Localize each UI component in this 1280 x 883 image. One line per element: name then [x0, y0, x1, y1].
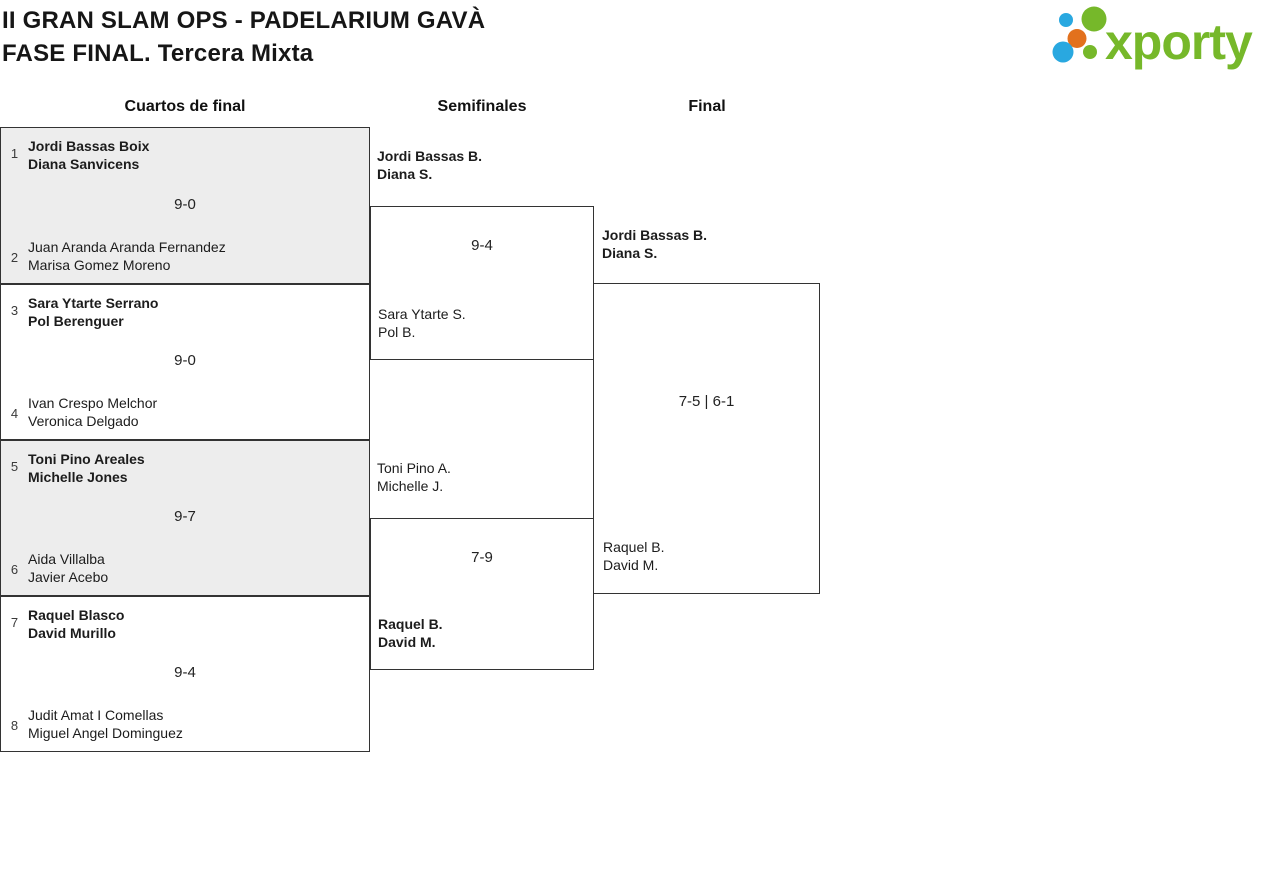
team-pair: Juan Aranda Aranda Fernandez Marisa Gome… [28, 238, 226, 274]
semifinal-2-bottom-team: Raquel B. David M. [378, 615, 443, 651]
match-score: 7-5 | 6-1 [678, 393, 735, 410]
match-quarterfinal-1: 1 Jordi Bassas Boix Diana Sanvicens 9-0 … [0, 127, 370, 284]
player-name: Toni Pino Areales [28, 451, 145, 467]
player-name: Pol Berenguer [28, 313, 124, 329]
match-quarterfinal-2: 3 Sara Ytarte Serrano Pol Berenguer 9-0 … [0, 284, 370, 440]
player-name: Pol B. [378, 324, 416, 340]
seed-number: 4 [10, 406, 19, 421]
player-name: Marisa Gomez Moreno [28, 257, 171, 273]
semifinal-1-bottom-team: Sara Ytarte S. Pol B. [378, 305, 466, 341]
player-name: Veronica Delgado [28, 413, 139, 429]
logo-dot-orange [1067, 29, 1087, 48]
final-bottom-team: Raquel B. David M. [603, 538, 664, 574]
seed-number: 8 [10, 718, 19, 733]
player-name: Jordi Bassas B. [377, 148, 483, 164]
logo-dot-blue-small [1059, 13, 1073, 27]
semifinal-1-top-team: Jordi Bassas B. Diana S. [377, 147, 482, 183]
match-quarterfinal-3: 5 Toni Pino Areales Michelle Jones 9-7 A… [0, 440, 370, 596]
player-name: Juan Aranda Aranda Fernandez [28, 239, 226, 255]
match-score: 9-0 [174, 195, 196, 213]
semifinal-2-top-team: Toni Pino A. Michelle J. [377, 459, 451, 495]
logo-wordmark: xporty [1105, 14, 1253, 70]
player-name: David M. [603, 557, 659, 573]
tournament-title: II GRAN SLAM OPS - PADELARIUM GAVÀ [2, 7, 486, 34]
final-top-team: Jordi Bassas B. Diana S. [602, 226, 707, 262]
team-pair: Judit Amat I Comellas Miguel Angel Domin… [28, 706, 183, 742]
round-header-semifinales: Semifinales [437, 98, 527, 115]
player-name: David M. [378, 634, 436, 650]
match-score: 7-9 [471, 549, 493, 566]
player-name: David Murillo [28, 625, 116, 641]
player-name: Michelle Jones [28, 469, 128, 485]
logo-dot-blue-large [1052, 41, 1074, 63]
logo-dot-green-small [1083, 45, 1097, 59]
player-name: Sara Ytarte Serrano [28, 295, 159, 311]
match-score: 9-0 [174, 352, 196, 369]
match-score: 9-4 [174, 664, 196, 681]
match-score: 9-7 [174, 508, 196, 525]
player-name: Miguel Angel Dominguez [28, 725, 183, 741]
player-name: Diana Sanvicens [28, 156, 140, 172]
seed-number: 6 [10, 562, 19, 577]
seed-number: 5 [10, 459, 19, 474]
tournament-subtitle: FASE FINAL. Tercera Mixta [2, 40, 314, 67]
match-semifinal-2: 7-9 Raquel B. David M. [370, 518, 594, 670]
seed-number: 3 [10, 303, 19, 318]
page-title: II GRAN SLAM OPS - PADELARIUM GAVÀ FASE … [2, 4, 485, 70]
player-name: Toni Pino A. [377, 460, 451, 476]
player-name: Javier Acebo [28, 569, 109, 585]
player-name: Raquel B. [603, 539, 665, 555]
team-pair: Raquel Blasco David Murillo [28, 606, 124, 642]
xporty-logo[interactable]: xporty [1043, 0, 1278, 76]
player-name: Raquel B. [378, 616, 443, 632]
player-name: Raquel Blasco [28, 607, 125, 623]
match-final: 7-5 | 6-1 Raquel B. David M. [593, 283, 820, 594]
round-header-cuartos: Cuartos de final [124, 98, 246, 115]
team-pair: Sara Ytarte Serrano Pol Berenguer [28, 294, 158, 330]
match-semifinal-1: 9-4 Sara Ytarte S. Pol B. [370, 206, 594, 360]
team-pair: Ivan Crespo Melchor Veronica Delgado [28, 394, 157, 430]
seed-number: 7 [10, 615, 19, 630]
logo-dot-green-large [1081, 6, 1107, 32]
player-name: Ivan Crespo Melchor [28, 395, 158, 411]
match-score: 9-4 [471, 237, 493, 254]
seed-number: 2 [10, 250, 19, 265]
match-quarterfinal-4: 7 Raquel Blasco David Murillo 9-4 Judit … [0, 596, 370, 752]
team-pair: Jordi Bassas Boix Diana Sanvicens [28, 137, 149, 173]
player-name: Sara Ytarte S. [378, 306, 466, 322]
player-name: Diana S. [602, 245, 658, 261]
player-name: Diana S. [377, 166, 433, 182]
player-name: Judit Amat I Comellas [28, 707, 164, 723]
player-name: Jordi Bassas Boix [28, 138, 150, 154]
team-pair: Toni Pino Areales Michelle Jones [28, 450, 145, 486]
round-header-final: Final [688, 98, 726, 115]
player-name: Aida Villalba [28, 551, 105, 567]
player-name: Michelle J. [377, 478, 444, 494]
player-name: Jordi Bassas B. [602, 227, 708, 243]
seed-number: 1 [10, 146, 19, 161]
team-pair: Aida Villalba Javier Acebo [28, 550, 108, 586]
